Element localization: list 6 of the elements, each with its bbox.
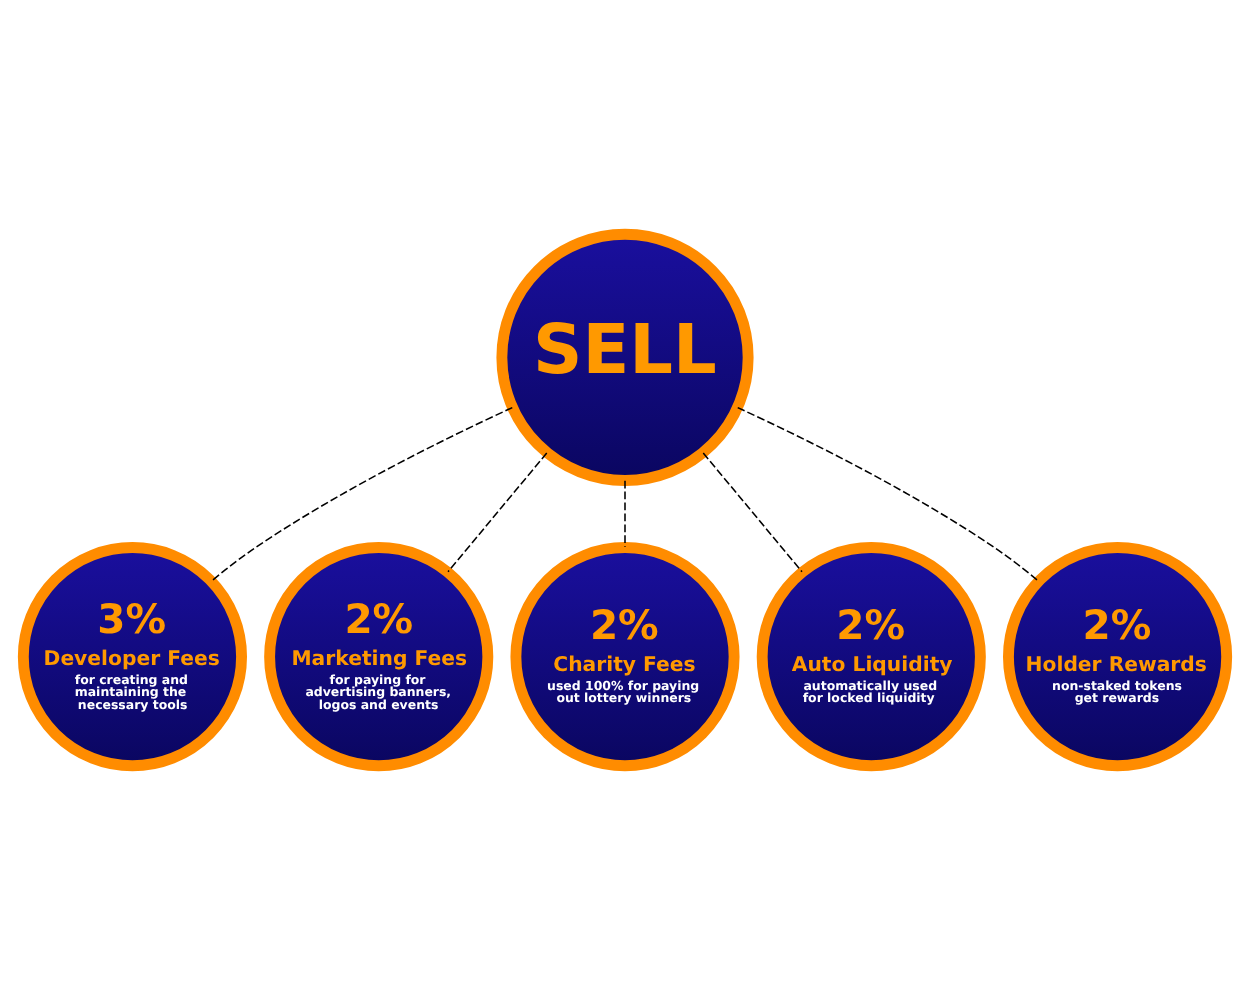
connector <box>447 452 548 573</box>
connector <box>624 479 626 548</box>
connector <box>736 406 1040 582</box>
node-circle: SELL <box>496 228 754 486</box>
connector <box>210 406 514 582</box>
connector <box>702 452 803 573</box>
